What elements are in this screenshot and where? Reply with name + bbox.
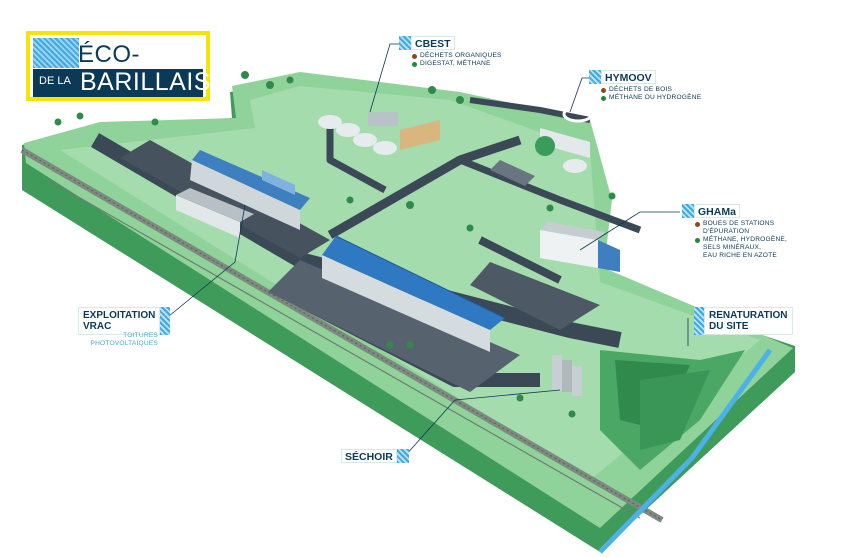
hymoov-output-row: MÉTHANE OU HYDROGÈNE [601,94,701,102]
sechoir-label: SÉCHOIR [341,449,409,463]
label-hatch [160,307,171,335]
output-dot-icon [695,237,700,243]
ghama-output-line-2: SELS MINÉRAUX, [703,244,762,251]
exploitation-sub-line-2: PHOTOVOLTAÏQUES [90,340,158,347]
hymoov-name: HYMOOV [601,70,656,84]
waste-dot-icon [695,221,700,227]
ghama-output-line-3: EAU RICHE EN AZOTE [703,252,777,259]
railway [20,147,664,523]
ghama-input-row-2: D'ÉPURATION [695,228,787,236]
sechoir-name: SÉCHOIR [341,449,397,463]
cbest-output: DIGESTAT, MÉTHANE [420,60,491,67]
label-hatch [399,36,411,50]
label-hatch [682,204,694,218]
hymoov-output: MÉTHANE OU HYDROGÈNE [609,94,702,101]
solar-roof-hall [322,235,506,352]
ghama-yard [470,262,600,330]
bulk-warehouse [176,150,310,238]
ghama-output-row: MÉTHANE, HYDROGÈNE, [695,236,787,244]
cbest-output-row: DIGESTAT, MÉTHANE [412,60,502,68]
ghama-input-line-1: BOUES DE STATIONS [703,220,775,227]
ghama-label: GHAMa [682,204,740,218]
river [598,348,773,554]
ghama-output-row-3: EAU RICHE EN AZOTE [695,252,787,260]
exploitation-name: EXPLOITATION VRAC [78,307,161,335]
logo-line-2-big: BARILLAIS [80,68,211,96]
cbest-name: CBEST [411,36,455,50]
ghama-name: GHAMa [694,204,740,218]
eco-park-logo: ÉCO-PARC DE LA BARILLAIS [26,31,210,101]
storage-platform [120,140,330,258]
exploitation-sub-line-1: TOITURES [123,332,158,339]
ghama-output-row-2: SELS MINÉRAUX, [695,244,787,252]
yard-platform [268,260,520,392]
hymoov-info: DÉCHETS DE BOIS MÉTHANE OU HYDROGÈNE [601,86,701,102]
label-hatch [396,449,409,463]
cbest-input-row: DÉCHETS ORGANIQUES [412,52,502,60]
output-dot-icon [412,61,417,67]
hymoov-input: DÉCHETS DE BOIS [609,86,673,93]
exploitation-sub: TOITURES PHOTOVOLTAÏQUES [88,332,158,348]
logo-hatch-pattern [33,38,79,68]
waste-dot-icon [412,53,417,59]
output-dot-icon [601,95,606,101]
waste-dot-icon [601,87,606,93]
renaturation-label: RENATURATION DU SITE [694,307,793,335]
hymoov-input-row: DÉCHETS DE BOIS [601,86,701,94]
renaturation-forest [600,350,745,470]
hymoov-plant [490,105,594,186]
cbest-info: DÉCHETS ORGANIQUES DIGESTAT, MÉTHANE [412,52,502,68]
logo-line-2-small: DE LA [39,75,71,87]
logo-band [33,69,203,97]
ghama-input-row: BOUES DE STATIONS [695,220,787,228]
ghama-plant [540,222,620,272]
ghama-input-line-2: D'ÉPURATION [703,228,750,235]
callout-leaders [168,43,689,457]
renaturation-name-line-1: RENATURATION [709,310,788,321]
renaturation-name: RENATURATION DU SITE [704,307,793,335]
cbest-input: DÉCHETS ORGANIQUES [420,52,502,59]
hymoov-label: HYMOOV [589,70,656,84]
exploitation-name-line-1: EXPLOITATION [83,310,156,321]
scattered-trees [54,71,616,418]
ghama-info: BOUES DE STATIONS D'ÉPURATION MÉTHANE, H… [695,220,787,260]
label-hatch [694,307,704,335]
exploitation-name-line-2: VRAC [83,321,112,332]
exploitation-label: EXPLOITATION VRAC [78,307,171,335]
label-hatch [589,70,601,84]
cbest-label: CBEST [399,36,455,50]
cbest-plant [318,112,440,155]
renaturation-name-line-2: DU SITE [709,321,749,332]
dryer-silos [552,355,582,396]
ghama-output-line-1: MÉTHANE, HYDROGÈNE, [703,236,788,243]
